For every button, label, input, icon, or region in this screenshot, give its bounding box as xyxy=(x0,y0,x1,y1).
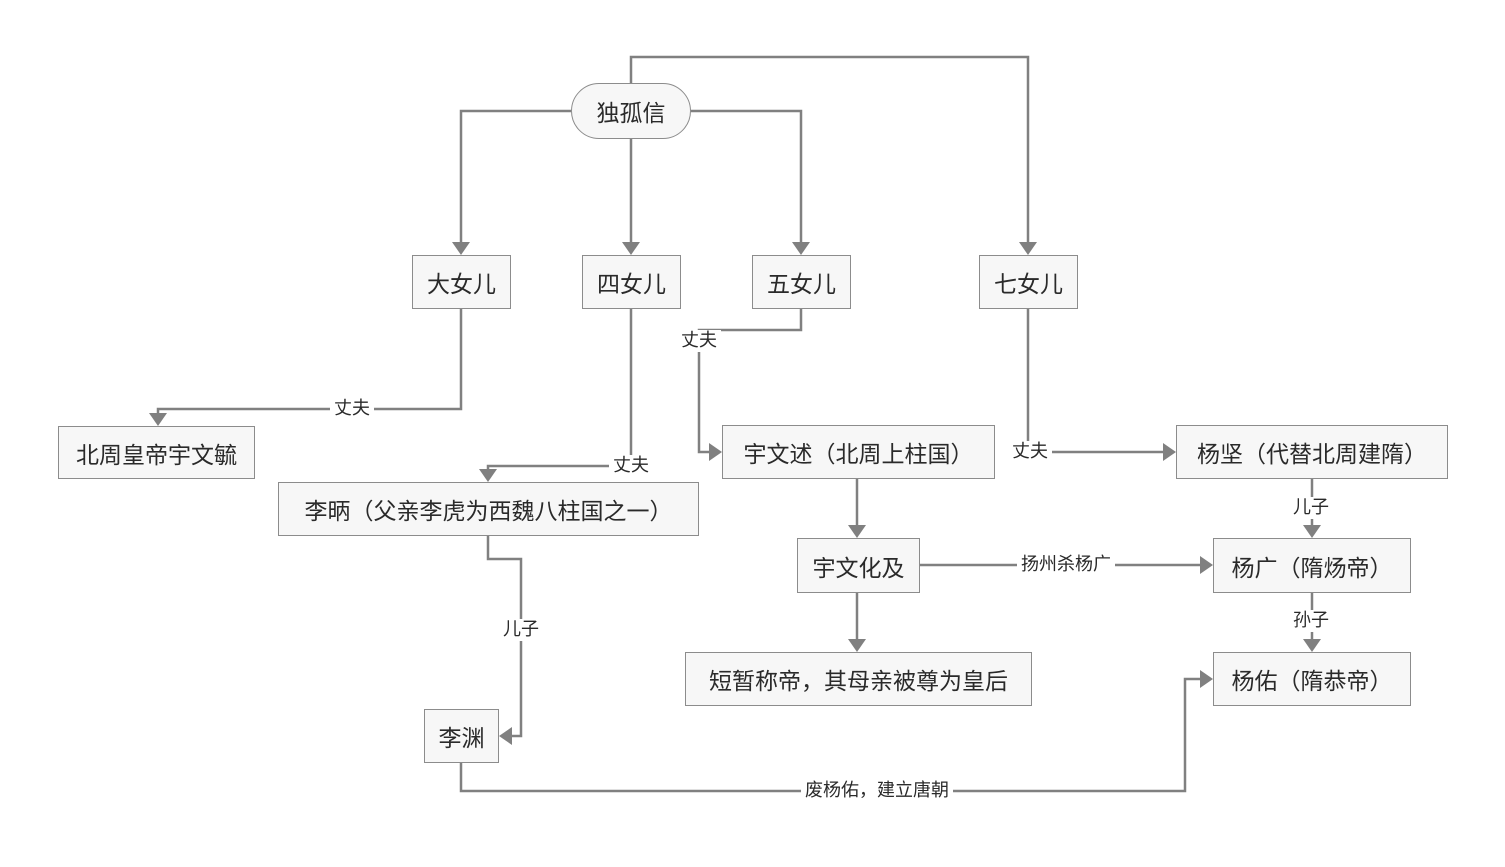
node-yang-jian[interactable]: 杨坚（代替北周建隋） xyxy=(1176,425,1448,479)
arrowhead xyxy=(149,413,167,426)
edge-label-husband-7: 丈夫 xyxy=(1008,441,1052,463)
arrowhead xyxy=(479,469,497,482)
edge-root-daughter5 xyxy=(691,109,803,243)
node-li-bing[interactable]: 李昞（父亲李虎为西魏八柱国之一） xyxy=(278,482,699,536)
edge-label-son-yang: 儿子 xyxy=(1289,497,1333,519)
arrowhead xyxy=(1200,556,1213,574)
edge-label-depose: 废杨佑，建立唐朝 xyxy=(801,780,953,802)
edge-label-husband-4: 丈夫 xyxy=(609,455,653,477)
node-yang-guang[interactable]: 杨广（隋炀帝） xyxy=(1213,538,1411,593)
edge-daughter4-libing xyxy=(486,309,633,473)
node-daughter-7[interactable]: 七女儿 xyxy=(979,255,1078,309)
edge-label-son-li: 儿子 xyxy=(499,619,543,641)
edge-root-daughter1 xyxy=(459,109,571,243)
edge-label-husband-5: 丈夫 xyxy=(677,330,721,352)
edge-label-yangzhou-kill: 扬州杀杨广 xyxy=(1017,554,1115,576)
node-li-yuan[interactable]: 李渊 xyxy=(424,709,499,763)
node-daughter-1[interactable]: 大女儿 xyxy=(412,255,511,309)
node-yuwen-yu[interactable]: 北周皇帝宇文毓 xyxy=(58,426,255,479)
node-short-emperor[interactable]: 短暂称帝，其母亲被尊为皇后 xyxy=(685,652,1032,706)
arrowhead xyxy=(848,525,866,538)
arrowhead xyxy=(1163,443,1176,461)
node-daughter-5[interactable]: 五女儿 xyxy=(752,255,851,309)
arrowhead xyxy=(848,639,866,652)
arrowhead xyxy=(1200,670,1213,688)
arrowhead xyxy=(499,727,512,745)
node-dugu-xin[interactable]: 独孤信 xyxy=(571,83,691,139)
node-yuwen-shu[interactable]: 宇文述（北周上柱国） xyxy=(722,425,995,479)
edge-daughter7-yangjian xyxy=(1026,309,1165,454)
node-yuwen-huaji[interactable]: 宇文化及 xyxy=(797,538,920,593)
arrowhead xyxy=(1303,525,1321,538)
edge-libing-liyuan xyxy=(486,536,523,738)
edge-label-grandson: 孙子 xyxy=(1289,610,1333,632)
node-yang-you[interactable]: 杨佑（隋恭帝） xyxy=(1213,652,1411,706)
arrowhead xyxy=(792,242,810,255)
arrowhead xyxy=(1303,639,1321,652)
node-daughter-4[interactable]: 四女儿 xyxy=(582,255,681,309)
arrowhead xyxy=(709,443,722,461)
arrowhead xyxy=(622,242,640,255)
edge-root-daughter7 xyxy=(629,55,1030,243)
arrowhead xyxy=(452,242,470,255)
edge-daughter1-yuwenyu xyxy=(156,309,463,416)
edge-label-husband-1: 丈夫 xyxy=(330,398,374,420)
edge-liyuan-yangyou xyxy=(459,677,1202,793)
arrowhead xyxy=(1019,242,1037,255)
